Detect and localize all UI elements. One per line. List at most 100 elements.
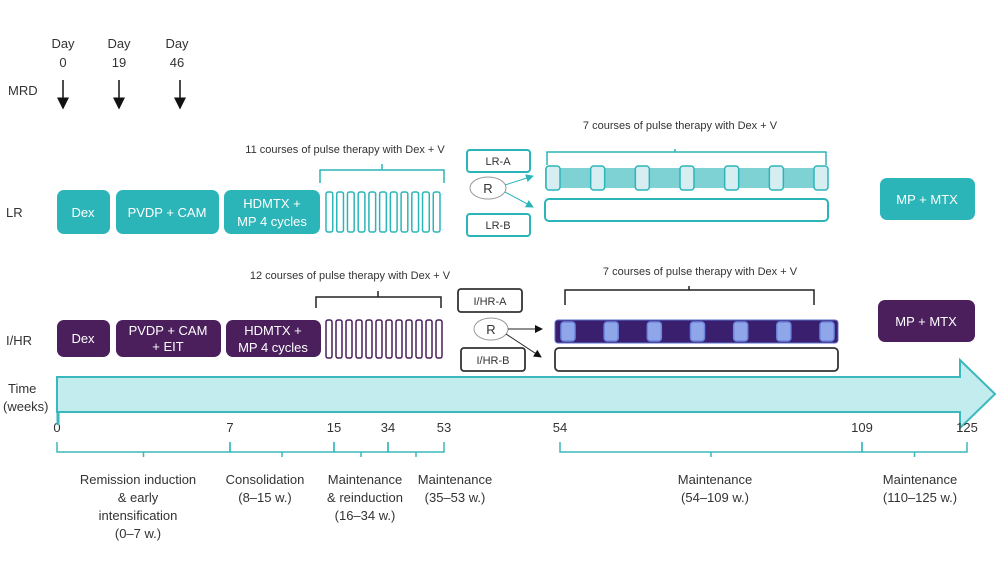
lr-dex-text: Dex [71,205,95,220]
ihr-pulse-label: 12 courses of pulse therapy with Dex + V [250,270,451,282]
phase-label: (0–7 w.) [115,526,161,541]
lr-later-pulse-label: 7 courses of pulse therapy with Dex + V [583,120,778,132]
day-value: 19 [112,55,126,70]
tick-label: 109 [851,420,873,435]
ihr-pvdp-block [116,320,221,357]
lr-pvdp-block [116,190,219,234]
ihr-a-box [457,288,523,313]
lr-row: LR Dex PVDP + CAM HDMTX + MP 4 cycles 11… [6,120,975,237]
time-arrow [56,357,997,431]
pulse-course [545,165,561,191]
phase-label: Consolidation [226,472,305,487]
tick-label: 7 [226,420,233,435]
phase-label: & early [118,490,159,505]
pulse-course [421,191,431,233]
phase-label: (35–53 w.) [425,490,486,505]
ihr-randomize-label: R [486,322,495,337]
pulse-course [589,165,606,191]
pulse-course [375,319,383,359]
lr-later-bracket [546,149,827,165]
pulse-course [335,319,343,359]
pulse-course [395,319,403,359]
pulse-course [432,191,441,233]
pulse-course [768,165,785,191]
ihr-row: I/HR Dex PVDP + CAM + EIT HDMTX + MP 4 c… [6,266,975,372]
lr-a-box [466,149,531,173]
pulse-course [679,165,695,191]
tick-label: 53 [437,420,451,435]
day-value: 46 [170,55,184,70]
ihr-bracket [315,291,442,308]
ihr-hdmtx-text: MP 4 cycles [238,340,308,355]
ihr-pulse-bars [325,319,443,359]
lr-mp-mtx-text: MP + MTX [896,192,958,207]
ihr-row-label: I/HR [6,333,32,348]
time-label: Time [8,381,36,396]
pulse-course [732,321,749,342]
ihr-pvdp-text: PVDP + CAM [129,323,208,338]
ihr-arrow-b-icon [505,333,542,358]
phase-label: Remission induction [80,472,196,487]
phase-bracket [387,442,445,457]
pulse-course [368,191,377,233]
ihr-hdmtx-text: HDMTX + [244,323,301,338]
pulse-course [325,319,333,359]
pulse-course [411,191,420,233]
mrd-label: MRD [8,83,38,98]
ihr-b-label: I/HR-B [477,355,510,367]
day-label: Day [107,36,131,51]
phase-label: Maintenance [328,472,402,487]
phase-label: (16–34 w.) [335,508,396,523]
tick-label: 125 [956,420,978,435]
pulse-course [819,321,835,342]
day-value: 0 [59,55,66,70]
pulse-course [646,321,663,342]
pulse-course [346,191,355,233]
pulse-course [325,191,334,233]
ihr-pvdp-text: + EIT [152,339,183,354]
lr-hdmtx-text: MP 4 cycles [237,214,307,229]
pulse-course [389,191,398,233]
time-unit-label: (weeks) [3,399,49,414]
pulse-course [776,321,792,342]
ihr-a-label: I/HR-A [474,296,508,308]
lr-bracket [319,164,445,183]
phase-bracket [333,442,389,457]
lr-pvdp-text: PVDP + CAM [128,205,207,220]
pulse-course [689,321,706,342]
lr-randomize-label: R [483,181,492,196]
ihr-mp-mtx-block [878,300,975,342]
phase-label: Maintenance [883,472,957,487]
lr-dex-block [57,190,110,234]
ihr-hdmtx-block [226,320,321,357]
phase-label: intensification [99,508,178,523]
lr-randomize [469,176,507,200]
pulse-course [355,319,363,359]
tick-label: 34 [381,420,395,435]
pulse-course [415,319,423,359]
pulse-course [634,165,651,191]
phase-label: & reinduction [327,490,403,505]
pulse-course [425,319,433,359]
pulse-course [435,319,443,359]
phase-bracket [559,442,863,457]
phase-label: (110–125 w.) [883,490,957,505]
pulse-course [378,191,388,233]
phase-label: (8–15 w.) [238,490,291,505]
lr-b-box [466,213,531,237]
lr-a-courses [545,165,829,191]
lr-b-label: LR-B [485,220,510,232]
lr-hdmtx-text: HDMTX + [243,196,300,211]
pulse-course [385,319,393,359]
pulse-course [723,165,740,191]
lr-hdmtx-block [224,190,320,234]
phase-bracket [56,442,231,457]
lr-row-label: LR [6,205,23,220]
phase-bracket [861,442,968,457]
ihr-a-courses [560,321,835,342]
tick-label: 15 [327,420,341,435]
phase-label: Maintenance [678,472,752,487]
lr-mp-mtx-block [880,178,975,220]
ihr-b-bar [554,347,839,372]
